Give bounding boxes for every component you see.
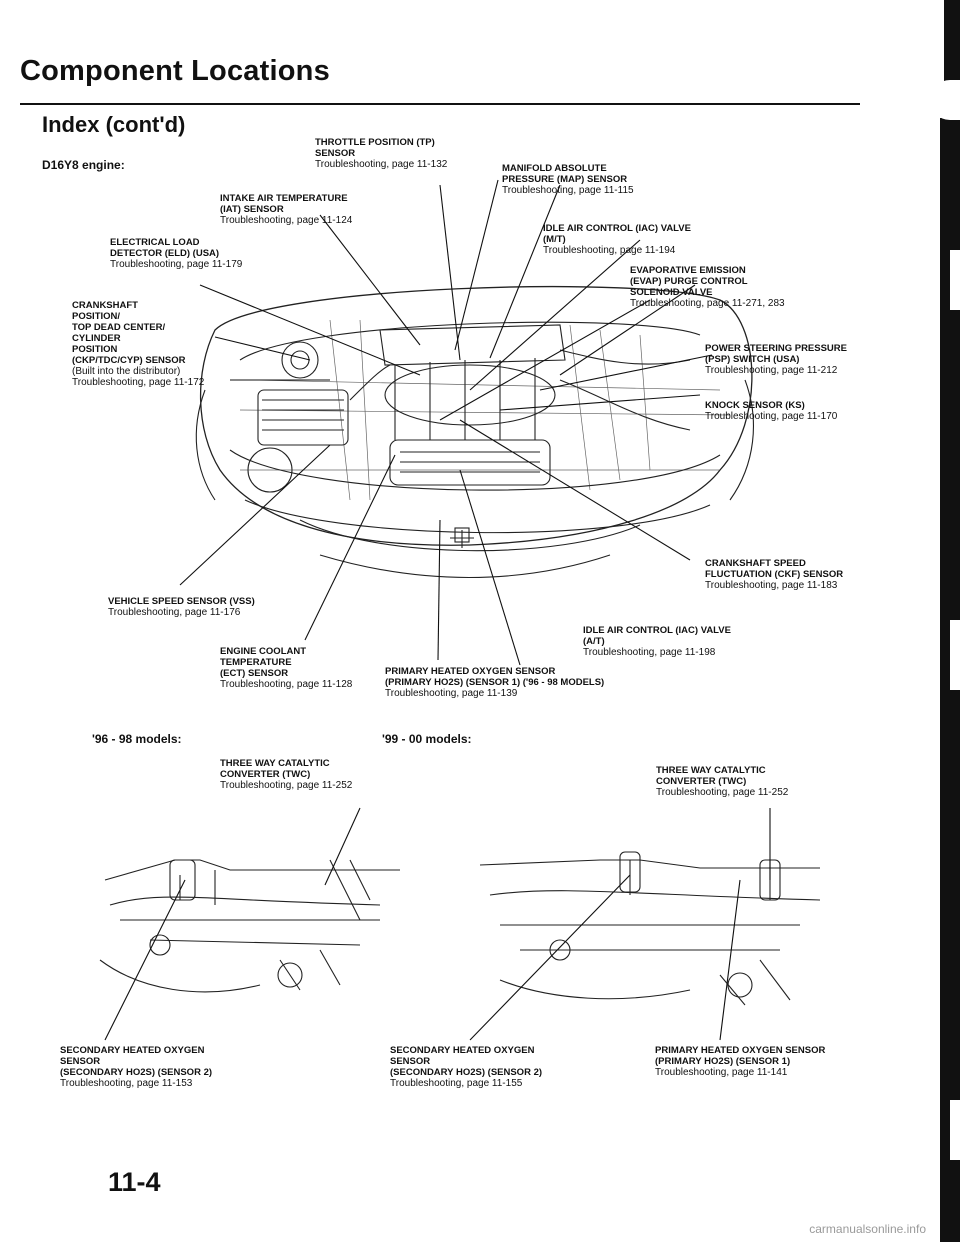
label-primary-ho2s-99-00: PRIMARY HEATED OXYGEN SENSOR (PRIMARY HO… (655, 1045, 826, 1078)
label-eld: ELECTRICAL LOAD DETECTOR (ELD) (USA) Tro… (110, 237, 243, 270)
label-psp-switch: POWER STEERING PRESSURE (PSP) SWITCH (US… (705, 343, 847, 376)
edge-notch (950, 1100, 960, 1160)
label-iac-valve-at: IDLE AIR CONTROL (IAC) VALVE (A/T) Troub… (583, 625, 731, 658)
label-ckp-sensor: CRANKSHAFT POSITION/ TOP DEAD CENTER/ CY… (72, 300, 205, 388)
label-secondary-ho2s-96-98: SECONDARY HEATED OXYGEN SENSOR (SECONDAR… (60, 1045, 213, 1089)
models-99-00-header: '99 - 00 models: (382, 732, 472, 746)
engine-label: D16Y8 engine: (42, 158, 125, 172)
edge-notch (950, 250, 960, 310)
models-96-98-header: '96 - 98 models: (92, 732, 182, 746)
edge-notch (930, 80, 960, 120)
page-number: 11-4 (108, 1167, 161, 1197)
edge-notch (950, 620, 960, 690)
label-vss: VEHICLE SPEED SENSOR (VSS) Troubleshooti… (108, 596, 255, 618)
label-tp-sensor: THROTTLE POSITION (TP) SENSOR Troublesho… (315, 137, 448, 170)
binding-edge-inner (940, 118, 944, 1242)
watermark: carmanualsonline.info (809, 1222, 926, 1236)
label-map-sensor: MANIFOLD ABSOLUTE PRESSURE (MAP) SENSOR … (502, 163, 634, 196)
page-title: Component Locations (20, 55, 330, 87)
label-ckf-sensor: CRANKSHAFT SPEED FLUCTUATION (CKF) SENSO… (705, 558, 844, 591)
title-rule (20, 103, 860, 105)
label-twc-99-00: THREE WAY CATALYTIC CONVERTER (TWC) Trou… (656, 765, 789, 798)
label-twc-96-98: THREE WAY CATALYTIC CONVERTER (TWC) Trou… (220, 758, 353, 791)
label-iat-sensor: INTAKE AIR TEMPERATURE (IAT) SENSOR Trou… (220, 193, 353, 226)
label-ect-sensor: ENGINE COOLANT TEMPERATURE (ECT) SENSOR … (220, 646, 353, 690)
label-secondary-ho2s-99-00: SECONDARY HEATED OXYGEN SENSOR (SECONDAR… (390, 1045, 543, 1089)
section-subtitle: Index (cont'd) (42, 112, 186, 137)
label-evap-valve: EVAPORATIVE EMISSION (EVAP) PURGE CONTRO… (630, 265, 785, 309)
label-knock-sensor: KNOCK SENSOR (KS) Troubleshooting, page … (705, 400, 838, 422)
label-primary-ho2s: PRIMARY HEATED OXYGEN SENSOR (PRIMARY HO… (385, 666, 605, 699)
label-iac-valve-mt: IDLE AIR CONTROL (IAC) VALVE (M/T) Troub… (543, 223, 691, 256)
